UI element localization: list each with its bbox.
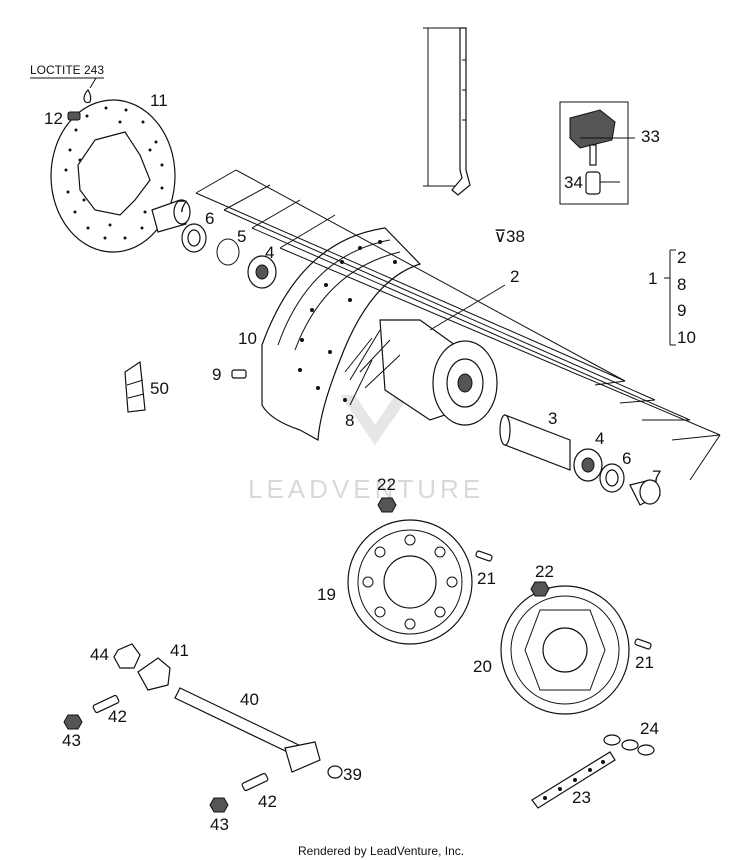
callout-34: 34 <box>564 173 583 192</box>
callout-11: 11 <box>150 91 168 110</box>
callout-44: 44 <box>90 645 109 664</box>
footer-credit: Rendered by LeadVenture, Inc. <box>298 844 464 858</box>
callout-39: 39 <box>343 765 362 784</box>
callout-4-right: 4 <box>595 429 604 448</box>
callout-23: 23 <box>572 788 591 807</box>
bearing-right-illustration <box>573 448 603 482</box>
callout-1: 1 <box>648 269 657 288</box>
bearing-left-illustration <box>247 255 277 289</box>
callout-12: 12 <box>44 109 63 128</box>
callout-33: 33 <box>641 127 660 146</box>
spacer-right-illustration <box>629 479 661 506</box>
seal-right-illustration <box>599 463 625 493</box>
callout-4-left: 4 <box>265 243 274 262</box>
callout-7-left: 7 <box>178 197 187 216</box>
disc-bolt-illustration <box>67 111 81 121</box>
leader-lines <box>195 137 721 481</box>
callout-43-lower: 43 <box>210 815 229 834</box>
kit-item-2: 2 <box>677 248 686 267</box>
kit-item-8: 8 <box>677 275 686 294</box>
sprocket-nut-upper-illustration <box>377 497 397 513</box>
spoke-nipple-illustration <box>231 369 247 379</box>
axle-nut-illustration <box>327 765 343 779</box>
adjuster-bolt-upper-illustration <box>92 694 120 714</box>
callout-41: 41 <box>170 641 189 660</box>
sprocket-nut-lower-illustration <box>530 581 550 597</box>
wheel-rim-illustration <box>261 227 422 441</box>
watermark-text: LEADVENTURE <box>248 474 484 504</box>
callout-6-right: 6 <box>622 449 631 468</box>
axle-illustration <box>174 687 321 773</box>
callout-24: 24 <box>640 719 659 738</box>
callout-42-lower: 42 <box>258 792 277 811</box>
callout-50: 50 <box>150 379 169 398</box>
chain-link-illustration <box>603 734 655 756</box>
callout-38-icon: ⊽ <box>494 227 506 246</box>
sprocket-large-illustration <box>500 585 630 715</box>
callout-43-upper: 43 <box>62 731 81 750</box>
callouts: 11 12 7 6 5 4 33 34 ⊽ 38 2 1 2 8 9 10 10… <box>44 91 696 834</box>
loctite-note: LOCTITE 243 <box>30 63 104 77</box>
kit-item-10: 10 <box>677 328 696 347</box>
callout-20: 20 <box>473 657 492 676</box>
sprocket-bolt-upper-illustration <box>475 550 493 562</box>
callout-10: 10 <box>238 329 257 348</box>
callout-5: 5 <box>237 227 246 246</box>
adjuster-nut-lower-illustration <box>209 797 229 813</box>
callout-38: 38 <box>506 227 525 246</box>
grease-tube-illustration <box>124 360 146 413</box>
adjuster-bolt-lower-illustration <box>241 772 269 792</box>
callout-9: 9 <box>212 365 221 384</box>
callout-40: 40 <box>240 690 259 709</box>
chain-adjuster-illustration <box>137 657 171 691</box>
adjuster-nut-upper-illustration <box>63 714 83 730</box>
chain-illustration <box>531 751 616 809</box>
callout-8: 8 <box>345 411 354 430</box>
circlip-illustration <box>216 238 240 266</box>
sprocket-bolt-lower-illustration <box>634 638 652 650</box>
watermark-logo <box>340 395 410 445</box>
sprocket-small-illustration <box>347 519 473 645</box>
callout-6-left: 6 <box>205 209 214 228</box>
loctite-drop-icon <box>83 89 92 104</box>
callout-21-upper: 21 <box>477 569 496 588</box>
seal-left-illustration <box>181 223 207 253</box>
callout-19: 19 <box>317 585 336 604</box>
callout-7-right: 7 <box>652 467 661 486</box>
callout-3: 3 <box>548 409 557 428</box>
brake-disc-illustration <box>50 99 176 253</box>
kit-bracket <box>664 249 676 346</box>
callout-2: 2 <box>510 267 519 286</box>
callout-22-lower: 22 <box>535 562 554 581</box>
callout-22-upper: 22 <box>377 475 396 494</box>
spacer-left-illustration <box>151 199 191 233</box>
wheel-hub-illustration <box>344 319 498 426</box>
adjuster-nut-illustration <box>113 643 141 669</box>
kit-item-9: 9 <box>677 301 686 320</box>
spoke-illustration <box>423 27 471 196</box>
axle-spacer-illustration <box>499 414 571 471</box>
callout-42-upper: 42 <box>108 707 127 726</box>
callout-21-lower: 21 <box>635 653 654 672</box>
